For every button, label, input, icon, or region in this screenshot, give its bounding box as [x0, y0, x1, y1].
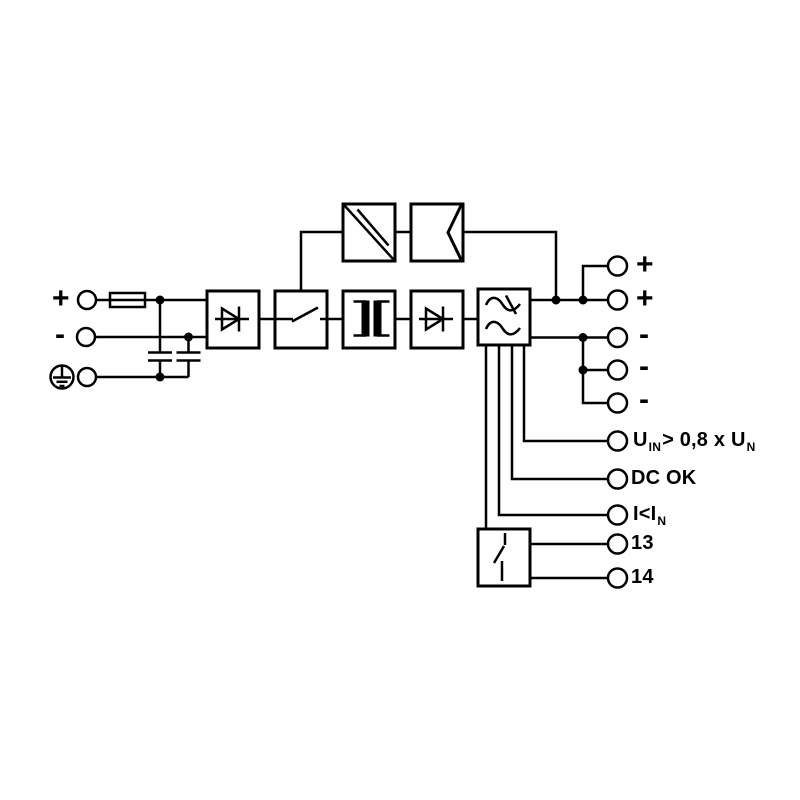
switch-contact-icon — [275, 306, 327, 323]
terminal-circle-plus-out-1 — [606, 255, 629, 277]
input-plus-label: + — [52, 281, 70, 315]
junction-dot — [155, 295, 165, 305]
relay-13-label: 13 — [631, 532, 654, 555]
relay-block — [476, 527, 532, 588]
terminal-circle-minus-in — [75, 326, 97, 348]
relay-contact-icon — [492, 533, 507, 581]
switch-block — [273, 289, 329, 350]
output-terminal-circles — [606, 255, 629, 589]
terminal-circle-dc-ok — [606, 468, 629, 490]
output-plus-label-1: + — [636, 247, 654, 281]
fuse-symbol — [108, 291, 147, 309]
junction-dot — [551, 295, 561, 305]
terminal-circle-minus-out-2 — [606, 359, 629, 381]
junction-dot — [578, 295, 588, 305]
terminal-circle-minus-out-3 — [606, 392, 629, 414]
bypass-wire — [462, 230, 558, 300]
chevron-icon — [446, 204, 463, 261]
current-limit-label: I<IN — [633, 503, 667, 527]
undervoltage-label-u: U — [633, 429, 648, 452]
current-limit-label-sub-n: N — [657, 514, 667, 529]
protective-earth-icon — [49, 364, 75, 390]
output-minus-label-3: - — [639, 382, 649, 416]
diode-icon — [215, 306, 249, 332]
terminal-circle-ground — [76, 366, 98, 388]
bypass-wire — [299, 230, 343, 291]
capacitor-symbol — [148, 300, 172, 377]
terminal-circle-current-limit — [606, 504, 629, 526]
terminal-circle-minus-out-1 — [606, 326, 629, 349]
junction-dot — [578, 333, 588, 342]
output-plus-wires — [530, 264, 608, 302]
sine-filter-icon — [484, 294, 521, 336]
undervoltage-label-sub-in: IN — [648, 440, 662, 455]
input-terminal-circles — [75, 289, 98, 388]
relay-wires — [530, 542, 608, 580]
terminal-circle-plus-out-2 — [606, 289, 629, 311]
output-plus-label-2: + — [636, 281, 654, 315]
capacitor-symbol — [176, 337, 201, 377]
undervoltage-label-sub-n: N — [746, 440, 756, 455]
junction-dot — [155, 372, 165, 382]
dc-ok-label: DC OK — [631, 467, 697, 490]
terminal-circle-14 — [606, 567, 629, 589]
undervoltage-label: UIN> 0,8 x UN — [633, 429, 756, 453]
boost-block — [409, 202, 465, 263]
transformer-block — [341, 289, 397, 350]
output-minus-wires — [530, 336, 608, 405]
input-minus-label: - — [55, 317, 65, 351]
terminal-circle-plus-in — [76, 289, 98, 311]
diode-icon — [419, 306, 453, 332]
transformer-core-icon — [353, 300, 390, 337]
output-diode-block — [409, 289, 465, 350]
relay-14-label: 14 — [631, 566, 654, 589]
rectifier-block — [205, 289, 261, 350]
junction-dots — [155, 295, 588, 382]
current-limit-label-main: I<I — [633, 503, 657, 526]
terminal-circle-undervoltage — [606, 430, 629, 452]
signal-wires — [484, 345, 608, 529]
terminal-circle-13 — [606, 533, 629, 555]
output-minus-label-1: - — [639, 317, 649, 351]
undervoltage-label-expr: > 0,8 x U — [662, 429, 746, 452]
diagonal-converter-icon — [343, 204, 395, 261]
dcdc-converter-block — [341, 202, 397, 263]
junction-dot — [578, 365, 588, 375]
junction-dot — [184, 332, 193, 342]
output-minus-label-2: - — [639, 349, 649, 383]
regulator-block — [476, 287, 532, 347]
